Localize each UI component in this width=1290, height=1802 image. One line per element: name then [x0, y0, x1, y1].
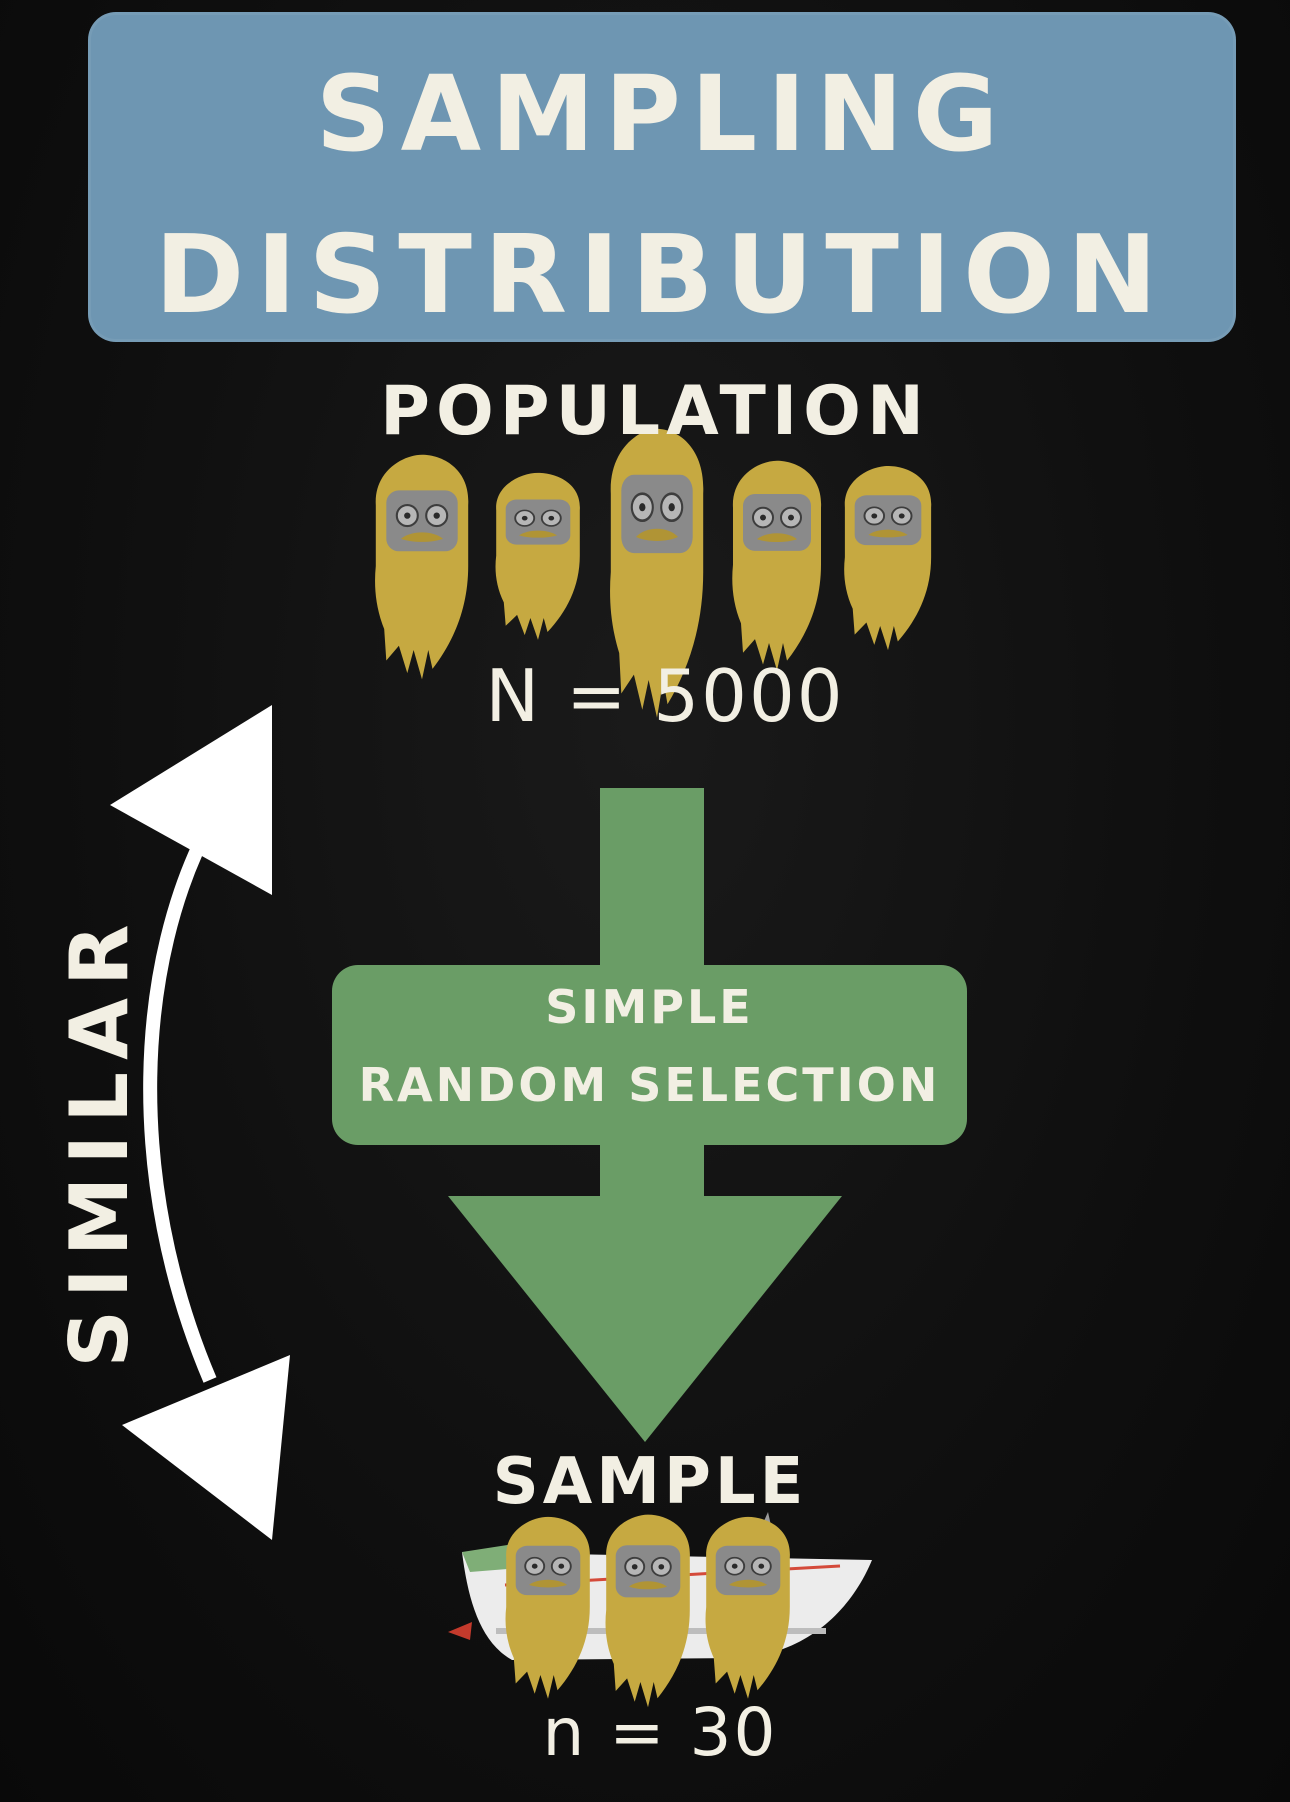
title-line-1: SAMPLING — [315, 53, 1009, 175]
population-label: POPULATION — [380, 372, 930, 451]
selection-line-2: RANDOM SELECTION — [358, 1058, 941, 1112]
bearded-face-icon — [504, 1515, 591, 1700]
selection-box — [332, 965, 967, 1145]
bearded-face-icon — [373, 453, 470, 681]
title-line-2: DISTRIBUTION — [154, 213, 1170, 338]
title-banner: SAMPLING DISTRIBUTION — [88, 12, 1236, 342]
population-count: N = 5000 — [485, 654, 845, 738]
down-arrow-icon — [332, 788, 967, 1442]
selection-label: SIMPLE RANDOM SELECTION — [332, 968, 967, 1124]
selection-line-1: SIMPLE — [545, 980, 754, 1034]
similar-label: SIMILAR — [53, 912, 146, 1368]
double-headed-arrow-icon — [110, 705, 290, 1540]
bearded-face-icon — [604, 1513, 691, 1709]
bearded-face-icon — [704, 1515, 791, 1700]
sample-group — [504, 1513, 791, 1709]
sample-count: n = 30 — [542, 1694, 778, 1771]
bearded-face-icon — [843, 465, 933, 652]
sample-label: SAMPLE — [492, 1445, 808, 1519]
bearded-face-icon — [494, 471, 581, 641]
bearded-face-icon — [731, 459, 823, 672]
